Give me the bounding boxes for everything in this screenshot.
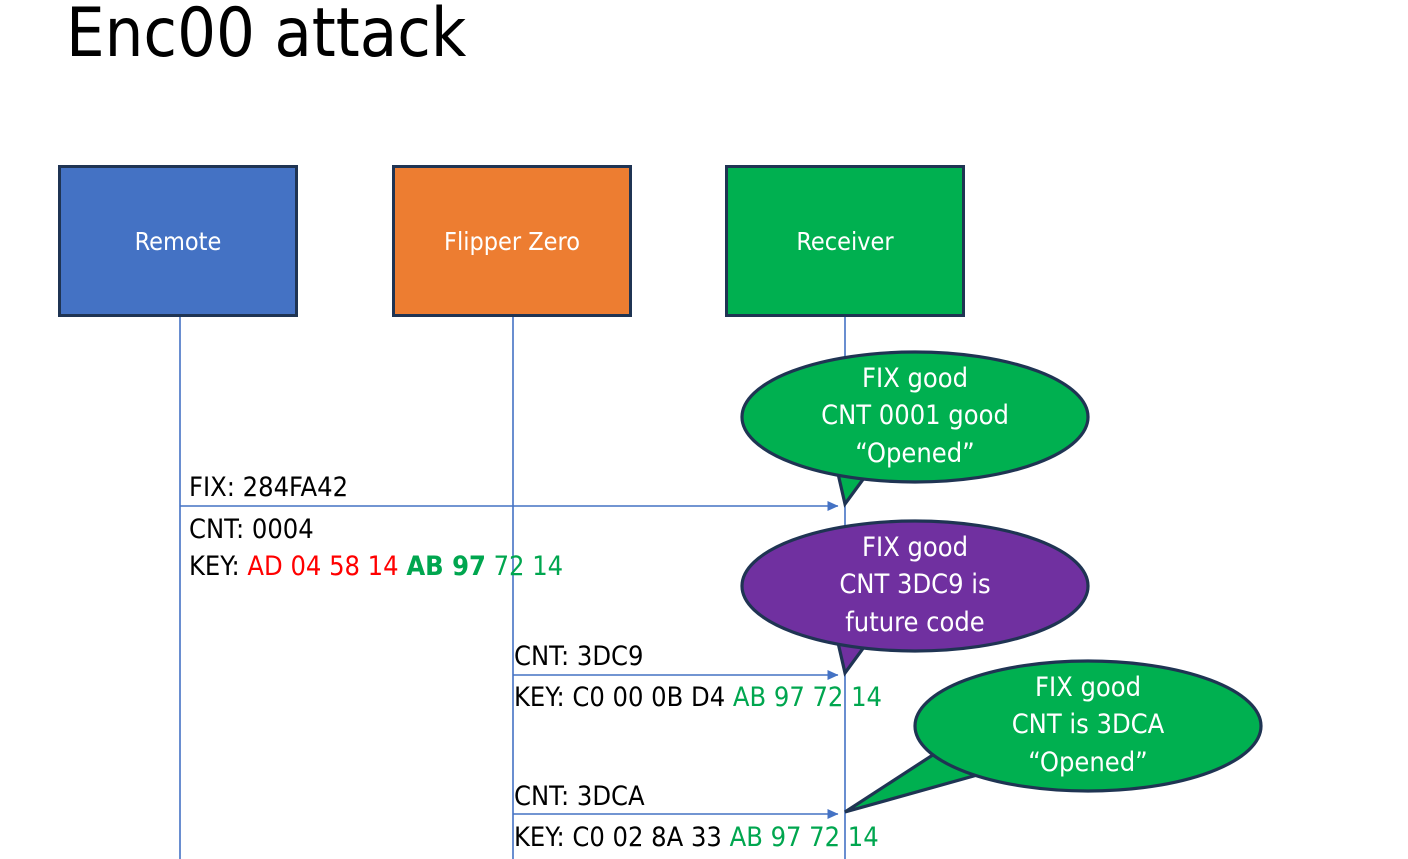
message-2-key-label: KEY: C0 00 0B D4 AB 97 72 14 — [514, 680, 882, 716]
message-3-key-black: C0 02 8A 33 — [572, 822, 722, 853]
message-2-cnt-text: CNT: 3DC9 — [514, 641, 644, 672]
message-1-key-red: AD 04 58 14 — [247, 551, 399, 582]
message-1-key-green-bold: AB 97 — [406, 551, 486, 582]
message-1-cnt-label: CNT: 0004 — [189, 512, 314, 548]
message-3-key-label: KEY: C0 02 8A 33 AB 97 72 14 — [514, 820, 879, 856]
message-2-key-prefix: KEY: — [514, 682, 573, 713]
actor-box-receiver[interactable]: Receiver — [725, 165, 965, 317]
page-title: Enc00 attack — [66, 0, 467, 73]
message-3-cnt-text: CNT: 3DCA — [514, 781, 645, 812]
message-1-cnt-text: CNT: 0004 — [189, 514, 314, 545]
message-1-key-prefix: KEY: — [189, 551, 248, 582]
message-2-cnt-label: CNT: 3DC9 — [514, 639, 643, 675]
callout-bubble-1 — [740, 350, 1090, 508]
callout-bubble-2 — [740, 519, 1090, 677]
actor-box-flipper-zero[interactable]: Flipper Zero — [392, 165, 632, 317]
message-3-key-prefix: KEY: — [514, 822, 573, 853]
actor-label-flipper-zero: Flipper Zero — [444, 226, 580, 256]
callout-bubble-3 — [844, 659, 1263, 814]
actor-label-remote: Remote — [134, 226, 222, 256]
message-3-key-green: AB 97 72 14 — [729, 822, 879, 853]
message-1-key-green: 72 14 — [493, 551, 564, 582]
actor-box-remote[interactable]: Remote — [58, 165, 298, 317]
message-2-key-green: AB 97 72 14 — [732, 682, 882, 713]
message-2-key-black: C0 00 0B D4 — [572, 682, 726, 713]
actor-label-receiver: Receiver — [796, 226, 894, 256]
message-1-fix-label: FIX: 284FA42 — [189, 470, 348, 506]
message-1-key-label: KEY: AD 04 58 14 AB 97 72 14 — [189, 549, 563, 585]
message-3-cnt-label: CNT: 3DCA — [514, 779, 645, 815]
message-1-fix-text: FIX: 284FA42 — [189, 472, 349, 503]
